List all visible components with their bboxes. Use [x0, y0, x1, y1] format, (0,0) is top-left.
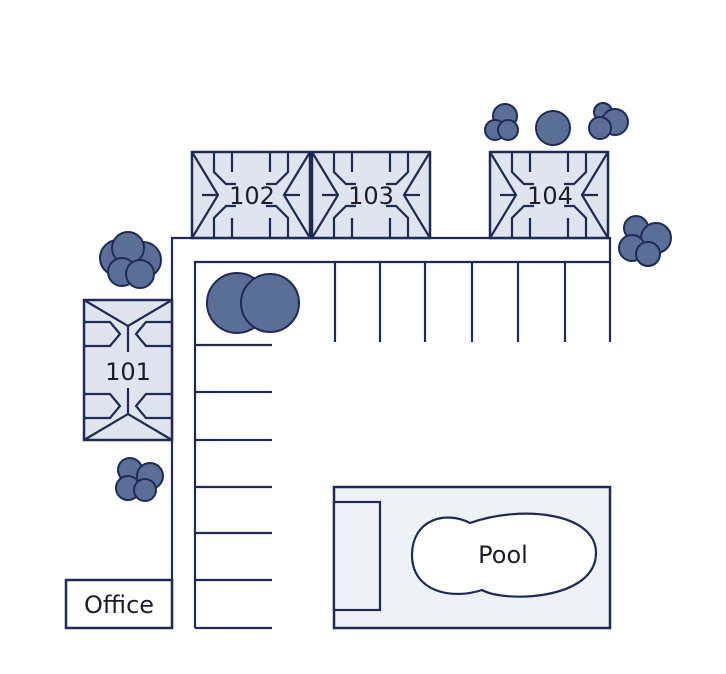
pool-area[interactable]: Pool [332, 485, 612, 630]
unit-103-label: 103 [348, 182, 394, 210]
tree-icon [484, 103, 519, 141]
unit-102[interactable] [190, 150, 312, 240]
tree-icon [535, 110, 571, 146]
parking-spaces-left [195, 343, 272, 630]
pool [410, 512, 598, 598]
tree-icon [588, 102, 629, 140]
office[interactable]: Office [64, 578, 174, 630]
office-label: Office [84, 591, 154, 619]
tree-icon [99, 231, 162, 289]
pool-deck [332, 500, 382, 612]
parking-spaces-top [333, 262, 612, 342]
tree-icon [206, 272, 300, 334]
unit-104-label: 104 [527, 182, 573, 210]
tree-icon [618, 215, 672, 267]
unit-104[interactable] [488, 150, 610, 240]
unit-102-label: 102 [229, 182, 275, 210]
unit-101[interactable]: 101 [82, 298, 174, 442]
tree-icon [115, 457, 164, 502]
unit-101-label: 101 [105, 358, 151, 386]
unit-103[interactable] [310, 150, 432, 240]
pool-label: Pool [478, 541, 528, 569]
